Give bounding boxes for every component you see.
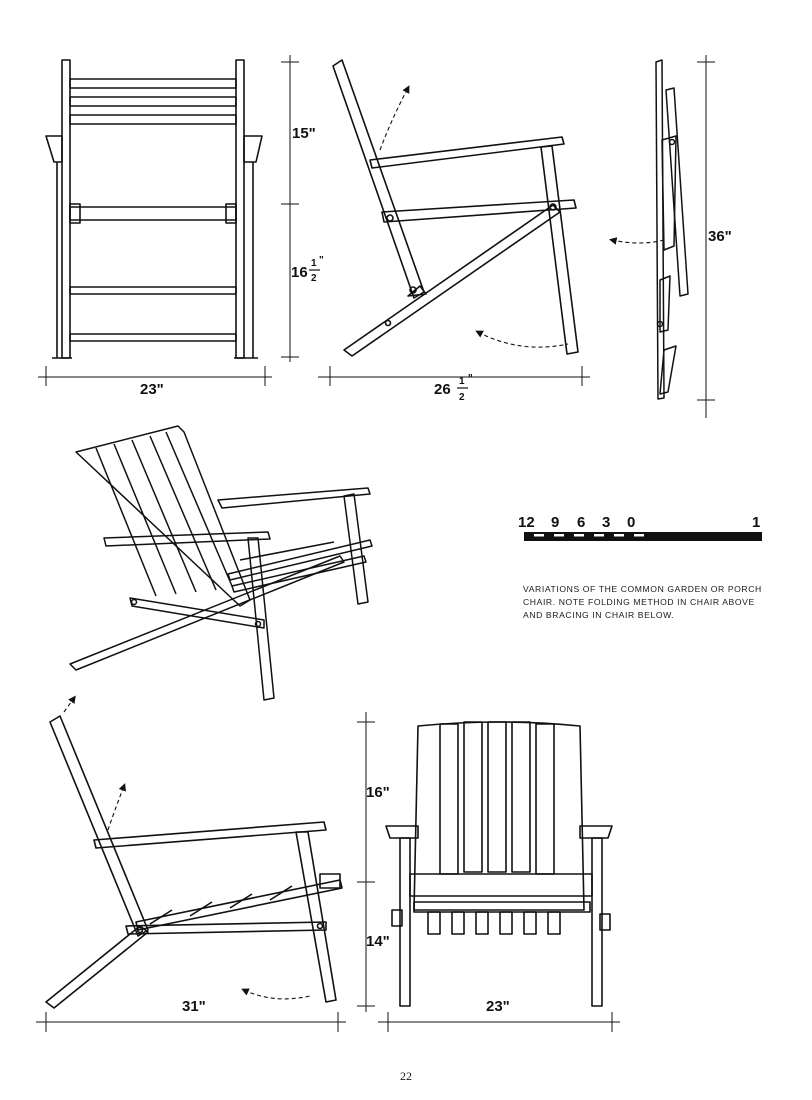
- scale-label-6: 6: [577, 514, 585, 531]
- folded-height-dimension: [697, 55, 715, 418]
- scale-label-3: 3: [602, 514, 610, 531]
- lower-width-label: 23": [486, 998, 510, 1015]
- front-width-dimension: [38, 366, 272, 386]
- seat-height-label: 16 1 2 ": [291, 255, 324, 284]
- slatted-chair-front-view: [385, 721, 613, 1007]
- svg-text:": ": [319, 255, 324, 266]
- brace-arrow-mid: [107, 783, 126, 831]
- braced-chair-side-view: [45, 715, 343, 1009]
- front-width-label: 23": [140, 381, 164, 398]
- lower-depth-dimension: [36, 1012, 346, 1032]
- front-height-dimension: [281, 55, 299, 362]
- side-depth-label: 26 1 2 ": [434, 373, 473, 403]
- folded-height-label: 36": [708, 228, 732, 245]
- scale-label-0: 0: [627, 514, 635, 531]
- lower-height-dimension: [357, 712, 375, 1012]
- brace-arrow-bottom: [241, 988, 311, 1000]
- svg-text:16: 16: [291, 264, 308, 281]
- caption-line-3: and bracing in chair below.: [523, 610, 675, 620]
- fold-arrow-folded: [608, 237, 665, 245]
- fold-arrow-upper: [379, 85, 410, 151]
- side-depth-dimension: [318, 366, 590, 386]
- lower-width-dimension: [378, 1012, 620, 1032]
- lower-back-height-label: 16": [366, 784, 390, 801]
- lower-seat-height-label: 14": [366, 933, 390, 950]
- fold-arrow-lower: [475, 330, 569, 348]
- folded-chair-view: [655, 59, 689, 400]
- caption-line-1: Variations of the common garden or porch: [523, 584, 762, 594]
- page-number: 22: [400, 1069, 412, 1083]
- figure-caption: Variations of the common garden or porch…: [523, 583, 783, 622]
- svg-text:2: 2: [311, 273, 317, 284]
- slatted-chair-perspective: [69, 425, 373, 701]
- lower-depth-label: 31": [182, 998, 206, 1015]
- svg-text:1: 1: [459, 376, 465, 387]
- scale-label-12: 12: [518, 514, 535, 531]
- scale-label-1: 1: [752, 514, 760, 531]
- upper-height-label: 15": [292, 125, 316, 142]
- svg-text:": ": [468, 373, 473, 384]
- svg-text:2: 2: [459, 392, 465, 403]
- folding-chair-front-view: [45, 59, 263, 359]
- folding-chair-side-view: [332, 59, 579, 357]
- scale-label-9: 9: [551, 514, 559, 531]
- caption-line-2: chair. Note folding method in chair abov…: [523, 597, 755, 607]
- svg-text:1: 1: [311, 258, 317, 269]
- svg-text:26: 26: [434, 381, 451, 398]
- brace-arrow-top: [63, 695, 76, 713]
- scale-bar: 12 9 6 3 0 1: [518, 514, 762, 541]
